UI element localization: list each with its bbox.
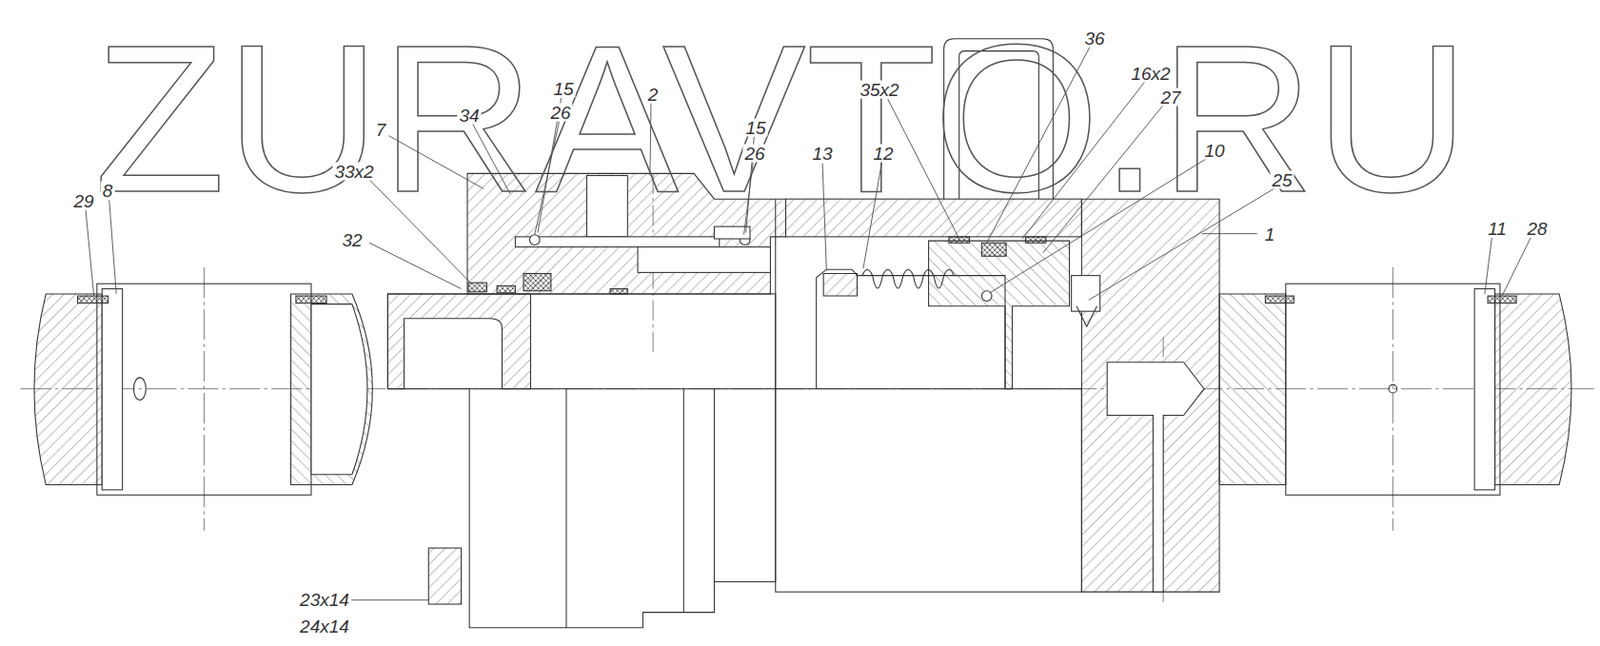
callout-number: 2: [646, 85, 661, 104]
callout-number: 7: [374, 120, 389, 139]
callout-number: 33x2: [332, 162, 376, 181]
callout-number: 15: [743, 118, 768, 138]
callout-number: 1: [1263, 225, 1278, 244]
callout-number: 13: [809, 144, 834, 163]
callout-number: 24x14: [297, 617, 352, 636]
callout-number: 8: [100, 181, 116, 200]
callout-number: 16x2: [1128, 64, 1172, 83]
callout-number: 12: [870, 144, 895, 163]
callout-number: 26: [742, 144, 767, 163]
callout-number: 28: [1524, 219, 1549, 238]
callout-number: 15: [551, 79, 575, 99]
callout-number: 27: [1158, 88, 1183, 107]
callout-number: 23x14: [297, 591, 352, 610]
callout-number: 35x2: [857, 80, 901, 99]
callout-number: 26: [548, 103, 573, 122]
callout-number: 25: [1269, 171, 1294, 190]
callout-number: 10: [1202, 141, 1226, 160]
callout-number: 32: [339, 231, 364, 250]
callout-number: 29: [71, 192, 96, 211]
callout-number: 34: [456, 106, 481, 125]
callout-number: 36: [1082, 29, 1107, 48]
callout-number: 11: [1485, 219, 1509, 238]
watermark: ZURAVTO.RU: [94, 14, 1470, 224]
